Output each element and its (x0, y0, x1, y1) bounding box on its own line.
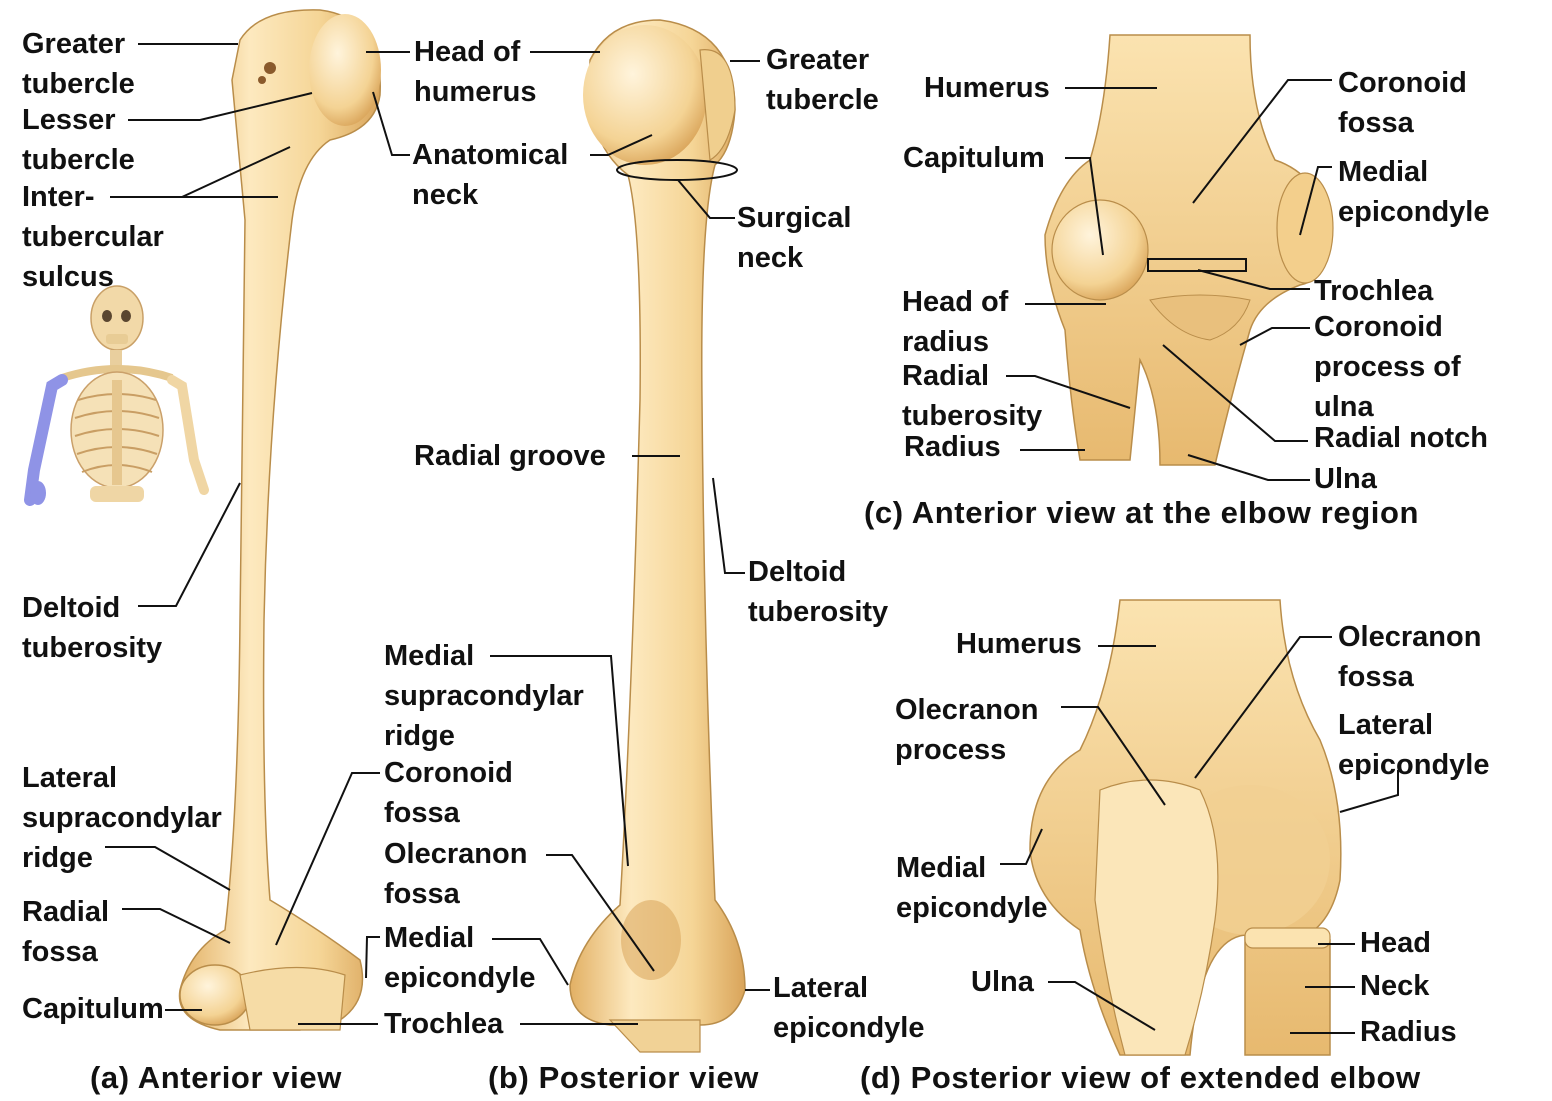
leader-lines-b (492, 51, 770, 1025)
label-lateral-supracondylar-ridge: Lateral supracondylar ridge (22, 762, 222, 874)
label-head-of-humerus: Head of humerus (414, 36, 537, 108)
caption-d: (d) Posterior view of extended elbow (860, 1060, 1421, 1095)
label-humerus-d: Humerus (956, 628, 1082, 660)
label-lesser-tubercle: Lesser tubercle (22, 104, 135, 176)
label-head-of-radius: Head of radius (902, 286, 1009, 358)
label-olecranon-process: Olecranon process (895, 694, 1039, 766)
elbow-anterior (1044, 34, 1334, 466)
label-deltoid-tuberosity-a: Deltoid tuberosity (22, 592, 163, 664)
label-medial-supracondylar-ridge: Medial supracondylar ridge (384, 640, 584, 752)
label-lateral-epicondyle-b: Lateral epicondyle (773, 972, 925, 1044)
label-radial-fossa: Radial fossa (22, 896, 110, 968)
caption-c: (c) Anterior view at the elbow region (864, 495, 1420, 530)
label-radial-groove: Radial groove (414, 440, 606, 472)
label-trochlea-a: Trochlea (384, 1008, 504, 1040)
leader-lines-a (105, 43, 629, 1025)
label-capitulum-a: Capitulum (22, 993, 164, 1025)
label-greater-tubercle-b: Greater tubercle (766, 44, 879, 116)
caption-a: (a) Anterior view (90, 1060, 342, 1095)
label-trochlea-c: Trochlea (1314, 275, 1434, 307)
label-anatomical-neck: Anatomical neck (412, 139, 569, 211)
label-humerus-c: Humerus (924, 72, 1050, 104)
label-intertubercular-sulcus: Inter- tubercular sulcus (22, 181, 164, 293)
humerus-posterior (569, 19, 746, 1053)
label-coronoid-fossa-a: Coronoid fossa (384, 757, 513, 829)
label-radial-tuberosity: Radial tuberosity (902, 360, 1043, 432)
label-radius-d: Radius (1360, 1016, 1457, 1048)
elbow-posterior (1029, 599, 1342, 1056)
label-greater-tubercle-a: Greater tubercle (22, 28, 135, 100)
humerus-anterior (178, 9, 381, 1031)
label-ulna-c: Ulna (1314, 463, 1377, 495)
label-radius-c: Radius (904, 431, 1001, 463)
label-olecranon-fossa-d: Olecranon fossa (1338, 621, 1482, 693)
leader-lines-c (1006, 79, 1332, 481)
label-deltoid-tuberosity-b: Deltoid tuberosity (748, 556, 889, 628)
caption-b: (b) Posterior view (488, 1060, 759, 1095)
label-olecranon-fossa-b: Olecranon fossa (384, 838, 528, 910)
label-radial-notch: Radial notch (1314, 422, 1489, 454)
label-medial-epicondyle-a: Medial epicondyle (384, 922, 536, 994)
label-medial-epicondyle-d: Medial epicondyle (896, 852, 1048, 924)
label-surgical-neck: Surgical neck (737, 202, 852, 274)
label-coronoid-process: Coronoid process of ulna (1314, 311, 1461, 423)
label-head-d: Head (1360, 927, 1431, 959)
skeleton-thumbnail (24, 285, 209, 506)
label-lateral-epicondyle-d: Lateral epicondyle (1338, 709, 1490, 781)
label-capitulum-c: Capitulum (903, 142, 1045, 174)
label-medial-epicondyle-c: Medial epicondyle (1338, 156, 1490, 228)
label-coronoid-fossa-c: Coronoid fossa (1338, 67, 1467, 139)
leader-lines-d (1000, 636, 1399, 1034)
label-ulna-d: Ulna (971, 966, 1034, 998)
label-neck-d: Neck (1360, 970, 1430, 1002)
